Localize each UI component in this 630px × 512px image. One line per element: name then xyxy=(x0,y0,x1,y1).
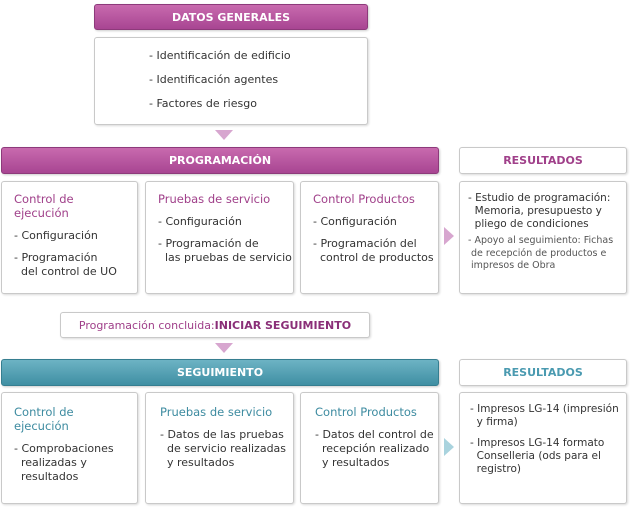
list-item: - Programación del control de UO xyxy=(14,251,117,278)
list-item: - Factores de riesgo xyxy=(149,97,257,110)
datos-generales-header: DATOS GENERALES xyxy=(94,4,368,30)
column-title: Control Productos xyxy=(315,405,417,419)
seguimiento-column-pruebas-servicio: Pruebas de servicio - Datos de las prueb… xyxy=(145,392,294,504)
arrow-down-icon xyxy=(215,130,233,140)
concluida-action: INICIAR SEGUIMIENTO xyxy=(214,318,352,332)
programacion-title: PROGRAMACIÓN xyxy=(168,154,272,167)
datos-generales-title: DATOS GENERALES xyxy=(171,10,291,24)
column-title: Control de ejecución xyxy=(14,192,74,220)
seguimiento-title: SEGUIMIENTO xyxy=(176,366,264,379)
programacion-column-pruebas-servicio: Pruebas de servicio - Configuración - Pr… xyxy=(145,181,294,294)
list-item: - Programación de las pruebas de servici… xyxy=(158,237,292,264)
arrow-right-icon xyxy=(444,438,454,456)
concluida-prefix: Programación concluida: xyxy=(78,318,215,332)
iniciar-seguimiento-button[interactable]: Programación concluida: INICIAR SEGUIMIE… xyxy=(60,312,370,338)
list-item: - Comprobaciones realizadas y resultados xyxy=(14,442,114,483)
list-item: - Configuración xyxy=(158,215,242,228)
programacion-resultados-header: RESULTADOS xyxy=(459,147,627,174)
list-item: - Datos del control de recepción realiza… xyxy=(315,428,434,469)
list-item: - Estudio de programación: Memoria, pres… xyxy=(468,192,611,230)
seguimiento-column-control-ejecucion: Control de ejecución - Comprobaciones re… xyxy=(1,392,138,504)
programacion-column-control-productos: Control Productos - Configuración - Prog… xyxy=(300,181,439,294)
list-item: - Programación del control de productos xyxy=(313,237,434,264)
list-item: - Datos de las pruebas de servicio reali… xyxy=(160,428,287,469)
list-item: - Identificación agentes xyxy=(149,73,279,86)
programacion-column-control-ejecucion: Control de ejecución - Configuración - P… xyxy=(1,181,138,294)
list-item: - Configuración xyxy=(313,215,397,228)
datos-generales-box: - Identificación de edificio - Identific… xyxy=(94,37,368,125)
list-item: - Impresos LG-14 (impresión y firma) xyxy=(470,403,619,428)
list-item: - Configuración xyxy=(14,229,98,242)
list-item: - Apoyo al seguimiento: Fichas de recepc… xyxy=(468,235,614,271)
programacion-resultados-box: - Estudio de programación: Memoria, pres… xyxy=(459,181,627,294)
arrow-right-icon xyxy=(444,227,454,245)
column-title: Pruebas de servicio xyxy=(158,192,271,206)
seguimiento-column-control-productos: Control Productos - Datos del control de… xyxy=(300,392,439,504)
seguimiento-resultados-header: RESULTADOS xyxy=(459,359,627,386)
arrow-down-icon xyxy=(215,343,233,353)
column-title: Pruebas de servicio xyxy=(160,405,273,419)
list-item: - Identificación de edificio xyxy=(149,49,291,62)
column-title: Control Productos xyxy=(313,192,415,206)
resultados-title: RESULTADOS xyxy=(503,366,583,379)
list-item: - Impresos LG-14 formato Conselleria (od… xyxy=(470,437,605,475)
seguimiento-header: SEGUIMIENTO xyxy=(1,359,439,386)
programacion-header: PROGRAMACIÓN xyxy=(1,147,439,174)
column-title: Control de ejecución xyxy=(14,405,74,433)
resultados-title: RESULTADOS xyxy=(503,154,583,167)
seguimiento-resultados-box: - Impresos LG-14 (impresión y firma) - I… xyxy=(459,392,627,504)
